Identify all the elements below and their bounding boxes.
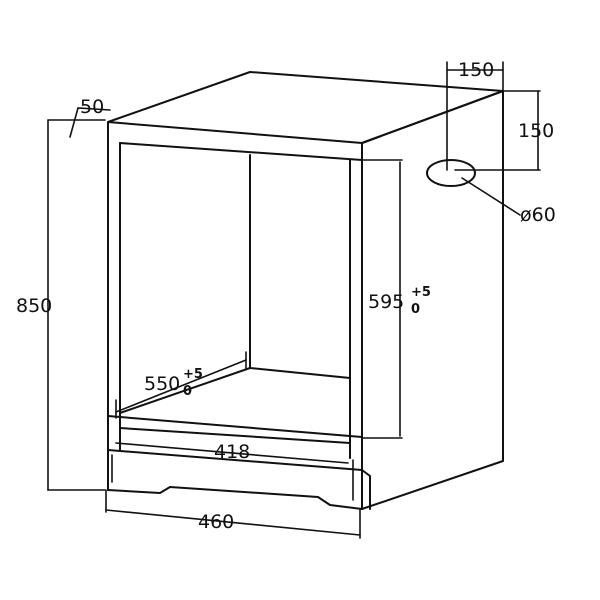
dim-duct-diameter-leader: [461, 177, 521, 216]
dim-outer-width: [105, 489, 361, 539]
label-595: 595: [368, 291, 404, 313]
label-460: 460: [198, 511, 234, 533]
label-50: 50: [80, 96, 104, 118]
label-550-tol-lower: 0: [183, 384, 192, 399]
label-150-horizontal: 150: [458, 59, 494, 81]
dim-top-depth-50: [69, 107, 111, 138]
duct-hole: [426, 159, 476, 187]
label-duct-diameter: ø60: [520, 204, 556, 226]
dim-duct-offsets: [446, 61, 541, 171]
label-418: 418: [214, 441, 250, 463]
dim-niche-depth: [115, 351, 247, 419]
label-550-tol-upper: +5: [183, 367, 203, 382]
cabinet-outline: [107, 71, 504, 510]
dim-total-height: [47, 119, 106, 491]
label-150-vertical: 150: [518, 120, 554, 142]
label-595-tol-upper: +5: [411, 285, 431, 300]
label-550: 550: [144, 373, 180, 395]
dim-inner-width: [111, 442, 354, 501]
dim-niche-height: [361, 159, 403, 439]
label-850: 850: [16, 295, 52, 317]
label-595-tol-lower: 0: [411, 302, 420, 317]
